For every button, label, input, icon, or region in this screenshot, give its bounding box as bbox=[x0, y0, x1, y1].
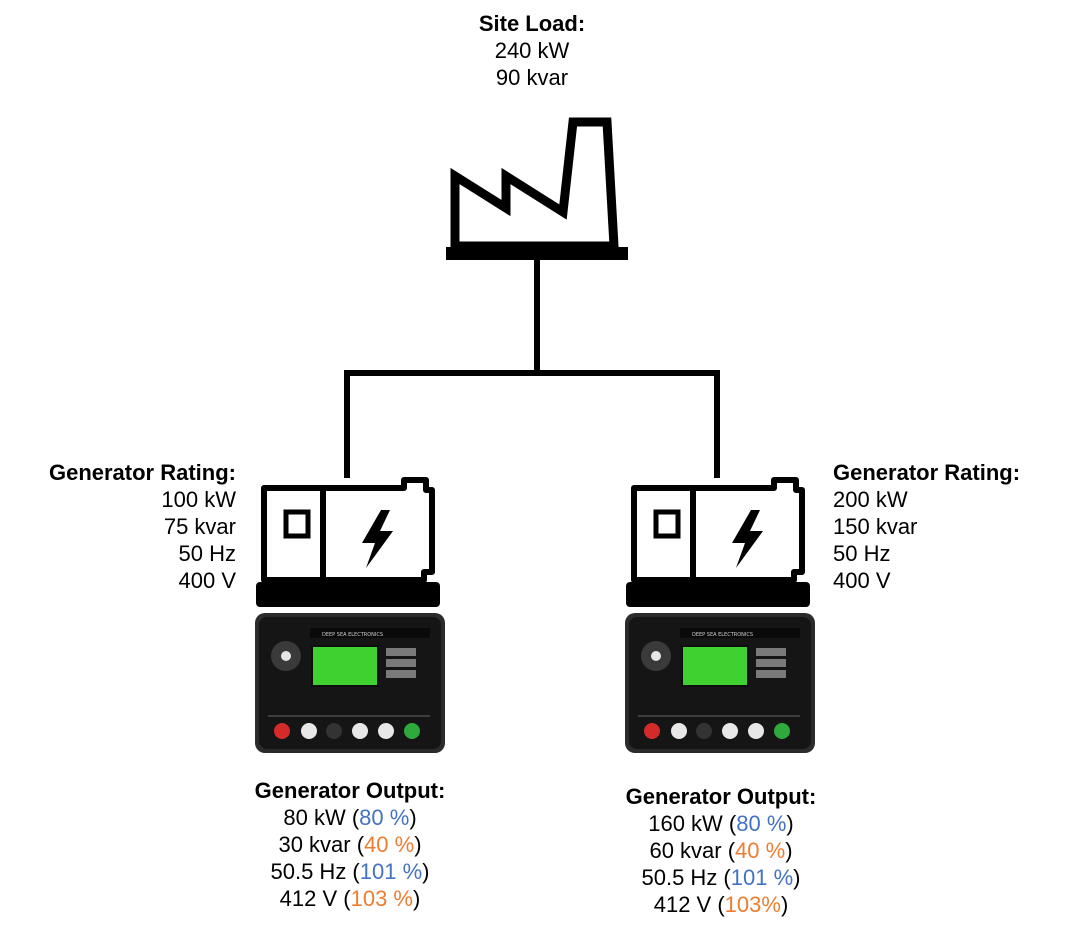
lightning-bolt-icon-right bbox=[732, 510, 763, 568]
controller-panel-icon-left: DEEP SEA ELECTRONICS bbox=[255, 613, 445, 753]
site-load-kw: 240 kW bbox=[494, 38, 570, 63]
left-output-v: 412 V (103 %) bbox=[279, 886, 421, 911]
left-output-v-pct: 103 % bbox=[350, 886, 413, 911]
left-rating-title: Generator Rating: bbox=[48, 460, 236, 485]
left-rating-kvar: 75 kvar bbox=[163, 514, 236, 539]
lightning-bolt-icon-left bbox=[362, 510, 393, 568]
left-output-kvar: 30 kvar (40 %) bbox=[278, 832, 422, 857]
left-output-hz-pct: 101 % bbox=[359, 859, 423, 884]
controller-brand-left: DEEP SEA ELECTRONICS bbox=[322, 632, 383, 638]
site-load-title: Site Load: bbox=[478, 11, 586, 36]
right-output-kw-pct: 80 % bbox=[736, 811, 787, 836]
left-output-kw-pct: 80 % bbox=[359, 805, 410, 830]
bus-wiring bbox=[344, 260, 720, 478]
right-output-kvar: 60 kvar (40 %) bbox=[649, 838, 793, 863]
right-output-hz-pct: 101 % bbox=[730, 865, 794, 890]
generator-icon-right bbox=[626, 477, 810, 607]
right-generator-output: Generator Output: 160 kW (80 %) 60 kvar … bbox=[581, 783, 861, 918]
left-output-title: Generator Output: bbox=[254, 778, 446, 803]
right-rating-kw: 200 kW bbox=[833, 487, 908, 512]
right-output-title: Generator Output: bbox=[625, 784, 817, 809]
right-rating-v: 400 V bbox=[833, 568, 891, 593]
factory-icon bbox=[446, 117, 628, 260]
generator-icon-left bbox=[256, 477, 440, 607]
right-generator-rating: Generator Rating: 200 kW 150 kvar 50 Hz … bbox=[833, 459, 1063, 594]
site-load-kvar: 90 kvar bbox=[495, 65, 569, 90]
right-output-v: 412 V (103%) bbox=[653, 892, 789, 917]
left-output-kvar-pct: 40 % bbox=[364, 832, 415, 857]
right-output-hz: 50.5 Hz (101 %) bbox=[641, 865, 801, 890]
left-generator-rating: Generator Rating: 100 kW 75 kvar 50 Hz 4… bbox=[0, 459, 236, 594]
left-output-hz: 50.5 Hz (101 %) bbox=[270, 859, 430, 884]
left-generator-output: Generator Output: 80 kW (80 %) 30 kvar (… bbox=[210, 777, 490, 912]
left-rating-hz: 50 Hz bbox=[178, 541, 236, 566]
right-rating-kvar: 150 kvar bbox=[833, 514, 918, 539]
site-load-label: Site Load: 240 kW 90 kvar bbox=[432, 10, 632, 91]
right-rating-title: Generator Rating: bbox=[833, 460, 1021, 485]
right-output-kvar-pct: 40 % bbox=[735, 838, 786, 863]
right-output-kw: 160 kW (80 %) bbox=[648, 811, 794, 836]
left-rating-v: 400 V bbox=[178, 568, 237, 593]
right-output-v-pct: 103% bbox=[724, 892, 781, 917]
controller-panel-icon-right: DEEP SEA ELECTRONICS bbox=[625, 613, 815, 753]
controller-brand-right: DEEP SEA ELECTRONICS bbox=[692, 632, 753, 638]
left-rating-kw: 100 kW bbox=[161, 487, 236, 512]
left-output-kw: 80 kW (80 %) bbox=[283, 805, 417, 830]
right-rating-hz: 50 Hz bbox=[833, 541, 891, 566]
